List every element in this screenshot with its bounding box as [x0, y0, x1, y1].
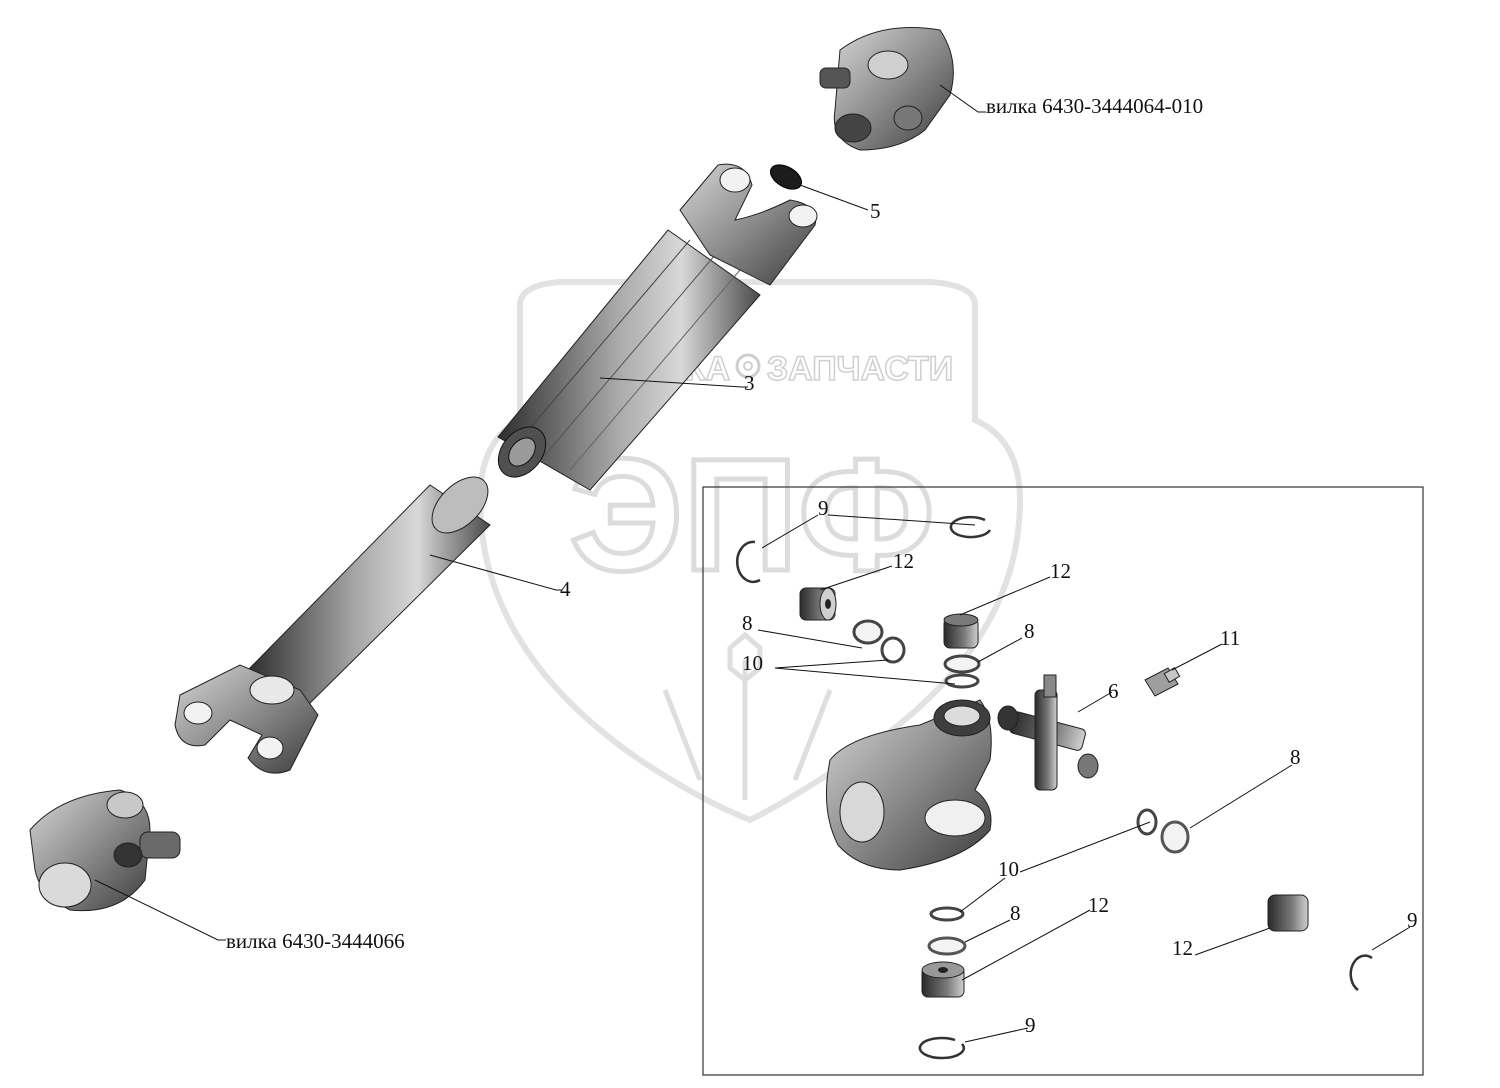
- seal-ring-part-10-a: [880, 636, 906, 664]
- fork-assembly-bottom: [29, 789, 181, 912]
- detail-frame: [702, 486, 1424, 1076]
- plug-part-5: [769, 164, 803, 190]
- label-8-d: 8: [1010, 901, 1021, 925]
- needle-cap-part-12-c: [1267, 894, 1309, 932]
- label-12-b: 12: [1050, 559, 1071, 583]
- washer-part-8-d: [927, 936, 967, 956]
- label-8-c: 8: [1290, 745, 1301, 769]
- label-3: 3: [744, 371, 755, 395]
- label-6: 6: [1108, 679, 1119, 703]
- grease-nipple-part-11: [1144, 666, 1181, 697]
- label-12-a: 12: [893, 549, 914, 573]
- needle-cap-part-12-b: [943, 613, 979, 649]
- label-8-b: 8: [1024, 619, 1035, 643]
- snap-ring-part-9-d: [918, 1036, 966, 1060]
- washer-part-8-c: [1160, 820, 1190, 854]
- splined-shaft-part-3: [497, 163, 818, 491]
- label-9-a: 9: [818, 496, 829, 520]
- washer-part-8-b: [943, 654, 981, 674]
- leader-lines: [94, 84, 1411, 1043]
- gear-icon: [735, 353, 761, 379]
- label-4: 4: [560, 577, 571, 601]
- watermark-text-right: ЗАПЧАСТИ: [767, 350, 953, 388]
- washer-part-8-a: [852, 619, 884, 645]
- seal-ring-part-10-c: [1136, 808, 1158, 836]
- exploded-parts: [735, 515, 1373, 1060]
- label-fork-top: вилка 6430-3444064-010: [986, 94, 1203, 118]
- snap-ring-part-9-a: [735, 540, 761, 584]
- snap-ring-part-9-b: [949, 515, 992, 539]
- watermark-logo: ЭПФ: [569, 425, 934, 604]
- seal-ring-part-10-b: [944, 673, 980, 689]
- snap-ring-part-9-c: [1349, 954, 1373, 992]
- label-10-a: 10: [742, 651, 763, 675]
- watermark: ТЕХНИКА ЗАПЧАСТИ ЭПФ: [476, 279, 1024, 824]
- cross-part-6: [997, 674, 1099, 791]
- watermark-wheat: [662, 631, 833, 800]
- label-9-c: 9: [1025, 1013, 1036, 1037]
- needle-cap-part-12-a: [799, 587, 837, 621]
- label-11: 11: [1220, 626, 1240, 650]
- label-8-a: 8: [742, 611, 753, 635]
- label-9-b: 9: [1407, 908, 1418, 932]
- label-5: 5: [870, 199, 881, 223]
- label-10-b: 10: [998, 857, 1019, 881]
- seal-ring-part-10-d: [929, 906, 965, 922]
- label-12-d: 12: [1172, 936, 1193, 960]
- label-fork-bottom: вилка 6430-3444066: [226, 929, 405, 953]
- needle-cap-part-12-d: [921, 961, 965, 998]
- fork-assembly-top: [819, 27, 954, 151]
- callout-labels: вилка 6430-3444064-010 вилка 6430-344406…: [226, 94, 1418, 1037]
- tube-part-4: [174, 476, 491, 774]
- label-12-c: 12: [1088, 893, 1109, 917]
